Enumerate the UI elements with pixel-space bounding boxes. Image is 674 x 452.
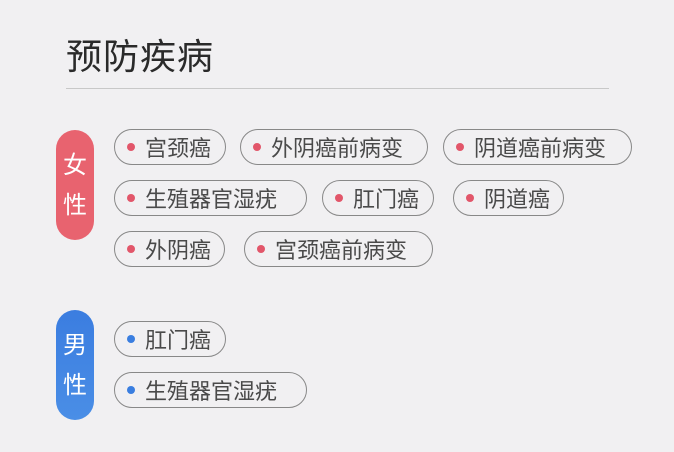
male-label: 男 性 (56, 310, 94, 420)
male-tag[interactable]: 肛门癌 (114, 321, 226, 357)
bullet-dot-icon (253, 143, 261, 151)
tag-label: 生殖器官湿疣 (145, 380, 278, 405)
bullet-dot-icon (335, 194, 343, 202)
tag-label: 宫颈癌前病变 (275, 239, 408, 264)
bullet-dot-icon (456, 143, 464, 151)
bullet-dot-icon (127, 335, 135, 343)
bullet-dot-icon (257, 245, 265, 253)
tag-label: 肛门癌 (145, 329, 212, 354)
tag-label: 生殖器官湿疣 (145, 188, 278, 213)
female-tag[interactable]: 阴道癌前病变 (443, 129, 632, 165)
tag-label: 宫颈癌 (145, 137, 212, 162)
female-label-char-2: 性 (63, 191, 87, 219)
female-tag[interactable]: 外阴癌 (114, 231, 225, 267)
female-tag[interactable]: 宫颈癌前病变 (244, 231, 433, 267)
tag-label: 阴道癌 (484, 188, 551, 213)
female-label: 女 性 (56, 130, 94, 240)
female-label-char-1: 女 (63, 151, 87, 179)
bullet-dot-icon (127, 386, 135, 394)
tag-label: 外阴癌前病变 (271, 137, 404, 162)
tag-label: 阴道癌前病变 (474, 137, 607, 162)
bullet-dot-icon (466, 194, 474, 202)
male-label-char-1: 男 (63, 331, 87, 359)
female-tag[interactable]: 肛门癌 (322, 180, 434, 216)
female-tag[interactable]: 生殖器官湿疣 (114, 180, 307, 216)
page-title: 预防疾病 (66, 37, 215, 78)
male-label-char-2: 性 (63, 371, 87, 399)
female-tag[interactable]: 外阴癌前病变 (240, 129, 428, 165)
bullet-dot-icon (127, 194, 135, 202)
bullet-dot-icon (127, 245, 135, 253)
tag-label: 外阴癌 (145, 239, 212, 264)
title-divider (66, 88, 609, 89)
female-tag[interactable]: 宫颈癌 (114, 129, 226, 165)
male-tag[interactable]: 生殖器官湿疣 (114, 372, 307, 408)
female-tag[interactable]: 阴道癌 (453, 180, 564, 216)
bullet-dot-icon (127, 143, 135, 151)
tag-label: 肛门癌 (353, 188, 420, 213)
